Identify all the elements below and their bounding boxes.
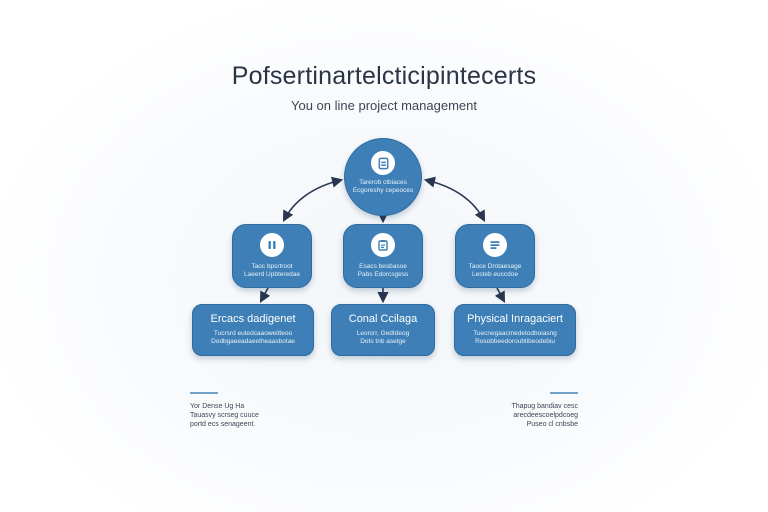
page-title: Pofsertinartelcticipintecerts xyxy=(231,62,537,90)
mid-node-left[interactable]: Taoc bpsrtroot Laeerd Upbteredae xyxy=(232,224,312,288)
connector-left-to-bottom xyxy=(259,287,271,303)
connector-top-to-right xyxy=(423,176,486,222)
mid-node-right[interactable]: Taoce Drotaesage Lesteb euccdoe xyxy=(455,224,535,288)
node-line-2: Rosobbeedoroubtibeodebiu xyxy=(475,338,555,345)
footer-line-3: Puseo cl cnbsbe xyxy=(526,421,578,428)
footer-note-left: Yor Dense Ug Ha Tauasvy scrseg cuuce por… xyxy=(190,392,310,429)
node-line-2: Lesteb euccdoe xyxy=(472,271,518,278)
clipboard-icon xyxy=(371,233,395,257)
bottom-node-left[interactable]: Ercacs dadigenet Tucrsrd eutedcaaoweitte… xyxy=(192,304,314,356)
root-node[interactable]: Tarerob ctbiaces Ecgoreshy cepeoces xyxy=(344,138,422,216)
node-line-1: Tucrsrd eutedcaaoweitteoo xyxy=(213,330,293,337)
node-title: Physical Inragaciert xyxy=(467,313,563,325)
footer-line-3: portd ecs senageent. xyxy=(190,421,256,428)
footer-note-right: Thapug bandiav cesc arecdeescoelpdcoeg P… xyxy=(458,392,578,429)
node-line-1: Tuecnegaacmedetodboiasng xyxy=(473,330,557,337)
list-icon xyxy=(483,233,507,257)
footer-line-1: Thapug bandiav cesc xyxy=(511,403,578,410)
connector-top-to-left xyxy=(282,176,344,222)
accent-rule xyxy=(550,392,578,394)
mid-node-center[interactable]: Esacs besbasoe Pabs Edorcsgess xyxy=(343,224,423,288)
node-line-2: Dots tnb asetge xyxy=(360,338,406,345)
footer-line-1: Yor Dense Ug Ha xyxy=(190,403,245,410)
node-line-1: Esacs besbasoe xyxy=(359,263,407,270)
node-title: Conal Ccilaga xyxy=(348,313,418,325)
footer-line-2: arecdeescoelpdcoeg xyxy=(513,412,578,419)
page-subtitle: You on line project management xyxy=(291,98,477,113)
pause-icon xyxy=(260,233,284,257)
node-line-2: Dodbgaeeadaeetheaasbotae xyxy=(211,338,295,345)
accent-rule xyxy=(190,392,218,394)
document-icon xyxy=(371,151,395,175)
node-line-1: Taoc bpsrtroot xyxy=(251,263,293,270)
bottom-node-center[interactable]: Conal Ccilaga Leorcrr, Gedtdeog Dots tnb… xyxy=(331,304,435,356)
node-line-1: Taoce Drotaesage xyxy=(468,263,522,270)
bottom-node-right[interactable]: Physical Inragaciert Tuecnegaacmedetodbo… xyxy=(454,304,576,356)
node-title: Ercacs dadigenet xyxy=(210,313,296,325)
connector-right-to-bottom xyxy=(494,287,506,303)
node-line-1: Tarerob ctbiaces xyxy=(359,179,407,186)
node-line-1: Leorcrr, Gedtdeog xyxy=(356,330,410,337)
node-line-2: Ecgoreshy cepeoces xyxy=(352,187,414,194)
footer-line-2: Tauasvy scrseg cuuce xyxy=(190,412,259,419)
node-line-2: Laeerd Upbteredae xyxy=(243,271,300,278)
node-line-2: Pabs Edorcsgess xyxy=(357,271,409,278)
